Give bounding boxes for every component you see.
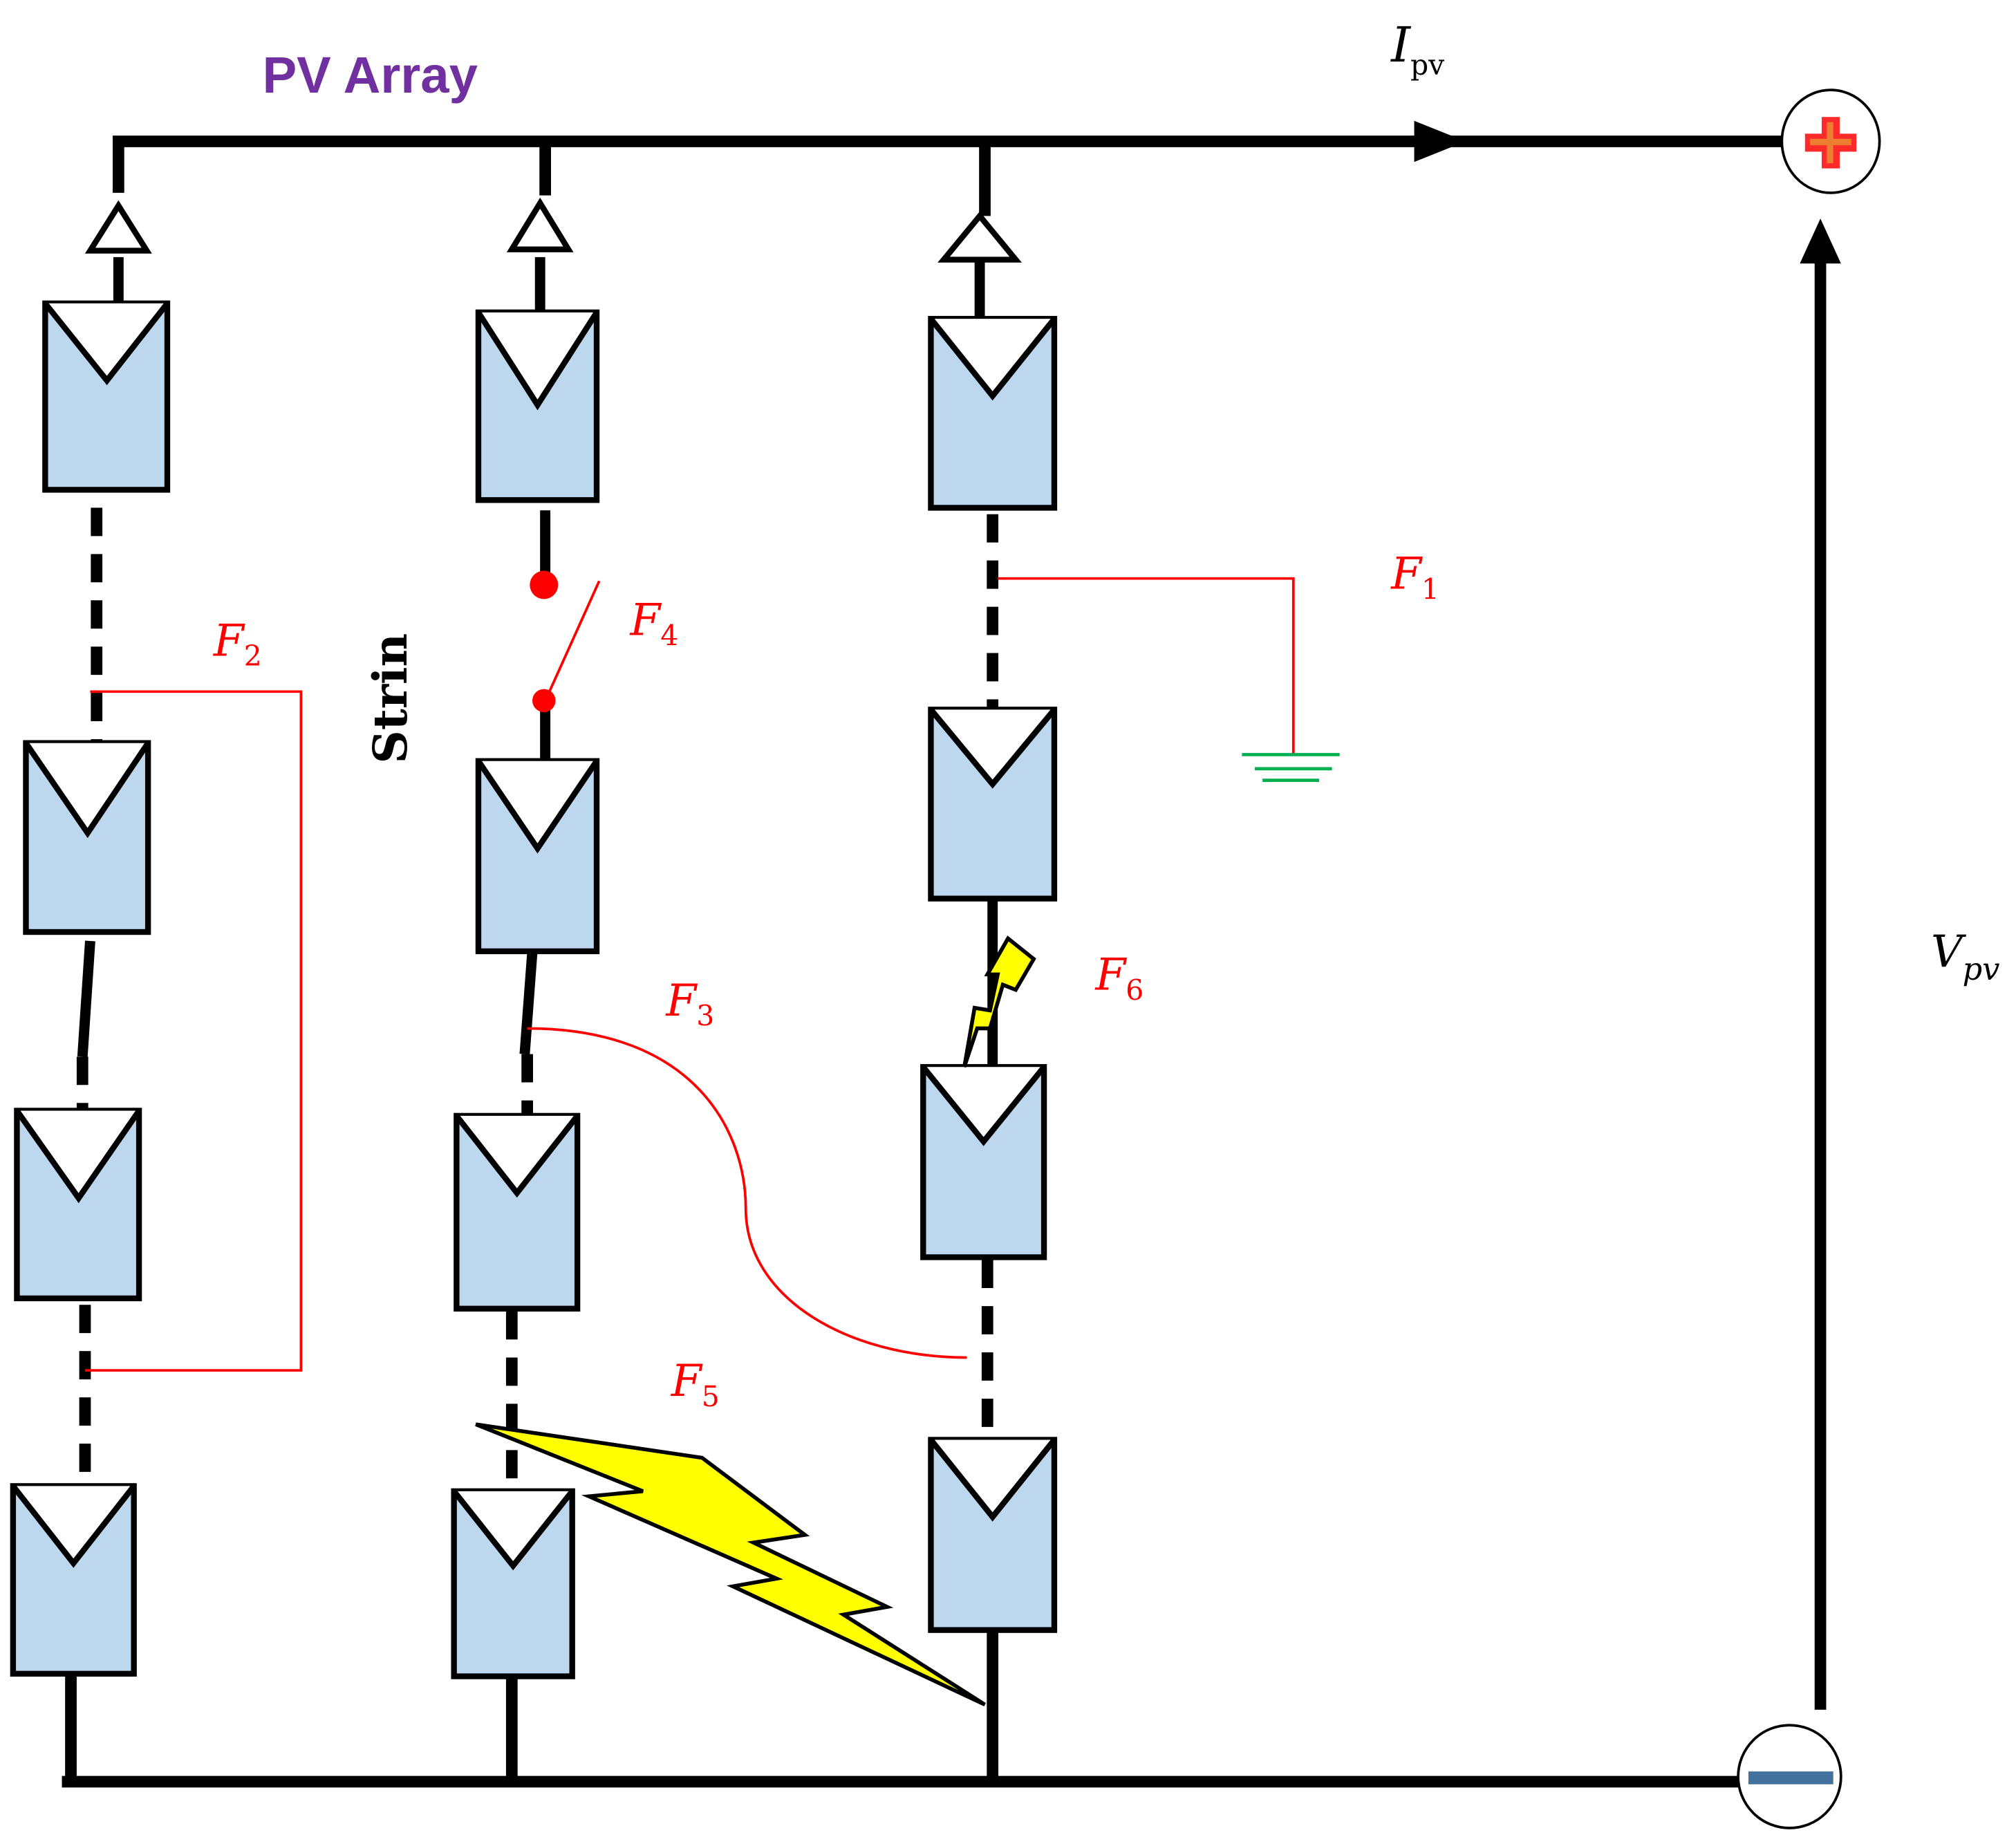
pv-module	[475, 309, 600, 503]
pv-module	[42, 300, 171, 493]
arc-fault-f5-icon	[475, 1422, 987, 1706]
fault-f1-line	[998, 577, 1295, 754]
voltage-arrow-icon	[1800, 218, 1841, 264]
fault-f3-line	[527, 1027, 967, 1359]
pv-module	[920, 1064, 1047, 1260]
string-3	[920, 211, 1058, 1787]
current-label: Ipv	[1390, 16, 1444, 82]
arc-fault-f6-icon	[962, 935, 1036, 1068]
fault-f5-label: F5	[671, 1355, 720, 1413]
pv-module	[14, 1108, 142, 1302]
fault-f4-label: F4	[629, 595, 678, 653]
fault-f4-open-switch	[530, 570, 601, 713]
ground-icon	[1242, 753, 1340, 782]
string-1	[10, 200, 171, 1787]
string-2	[451, 197, 600, 1787]
fault-f3-label: F3	[665, 975, 714, 1033]
fault-f2-label: F2	[213, 615, 262, 673]
pv-module	[475, 758, 600, 955]
diagram-title: PV Array	[263, 46, 478, 104]
fault-f1-label: F1	[1390, 548, 1439, 606]
fault-f2-line	[84, 690, 303, 1372]
pv-module	[928, 707, 1058, 902]
string-side-label: Strin	[363, 633, 418, 764]
positive-terminal	[1780, 88, 1881, 194]
fault-f6-label: F6	[1094, 949, 1144, 1007]
pv-module	[928, 315, 1058, 511]
blocking-diode-icon	[506, 197, 574, 252]
blocking-diode-icon	[84, 200, 152, 254]
pv-module	[451, 1488, 575, 1679]
current-arrow-icon	[1414, 120, 1466, 162]
pv-module	[23, 740, 151, 935]
pv-module	[454, 1112, 581, 1312]
pv-module	[928, 1437, 1058, 1633]
pv-module	[10, 1483, 137, 1677]
negative-terminal	[1737, 1724, 1842, 1829]
voltage-label: Vpv	[1931, 926, 1999, 987]
positive-bus	[112, 136, 1782, 193]
blocking-diode-icon	[937, 211, 1023, 263]
minus-icon	[1748, 1771, 1833, 1784]
